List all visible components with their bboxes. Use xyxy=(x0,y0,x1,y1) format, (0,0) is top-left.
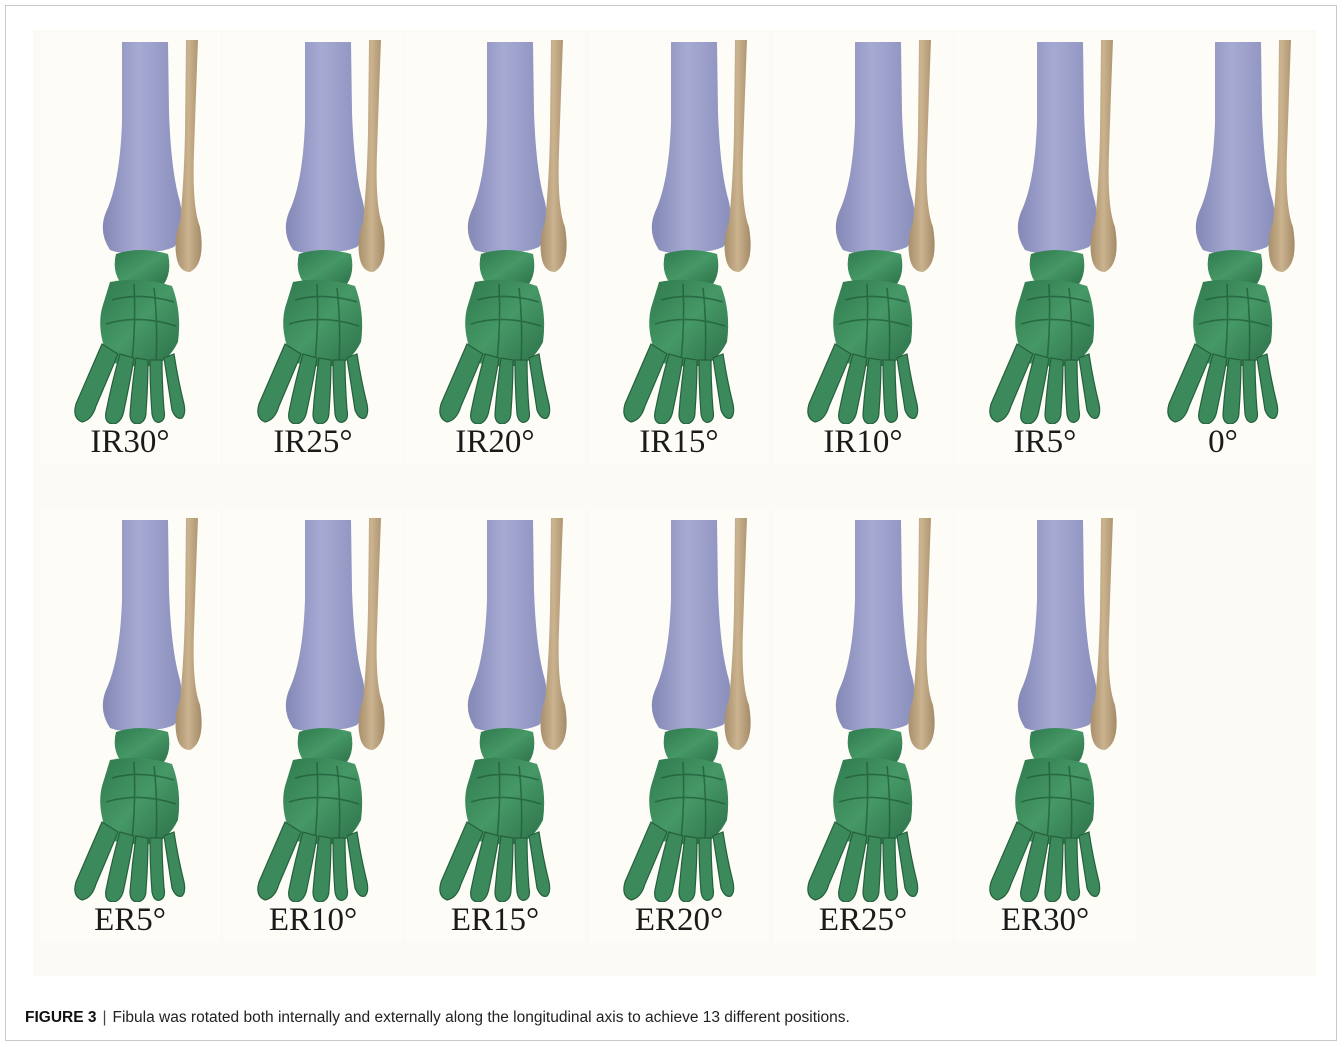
ankle-model-image xyxy=(773,32,953,424)
ankle-model-image xyxy=(589,32,769,424)
ankle-model-image xyxy=(955,32,1135,424)
position-label: ER10° xyxy=(223,900,403,940)
ankle-model-image xyxy=(1133,32,1313,424)
ankle-model-image xyxy=(405,32,585,424)
position-label: IR10° xyxy=(773,422,953,462)
panel-er10: ER10° xyxy=(223,510,403,942)
position-label: 0° xyxy=(1133,422,1313,462)
position-label: ER25° xyxy=(773,900,953,940)
panel-0: 0° xyxy=(1133,32,1313,464)
panel-er15: ER15° xyxy=(405,510,585,942)
figure-panels: IR30° IR25° IR20° IR15° IR10° IR5° 0° ER… xyxy=(33,30,1316,976)
ankle-model-image xyxy=(955,510,1135,902)
panel-er30: ER30° xyxy=(955,510,1135,942)
position-label: IR30° xyxy=(40,422,220,462)
position-label: IR15° xyxy=(589,422,769,462)
ankle-model-image xyxy=(589,510,769,902)
panel-ir10: IR10° xyxy=(773,32,953,464)
ankle-model-image xyxy=(773,510,953,902)
position-label: IR25° xyxy=(223,422,403,462)
position-label: ER5° xyxy=(40,900,220,940)
panel-ir20: IR20° xyxy=(405,32,585,464)
panel-er5: ER5° xyxy=(40,510,220,942)
position-label: IR5° xyxy=(955,422,1135,462)
position-label: IR20° xyxy=(405,422,585,462)
figure-caption: FIGURE 3|Fibula was rotated both interna… xyxy=(25,1009,1325,1027)
panel-er20: ER20° xyxy=(589,510,769,942)
panel-ir25: IR25° xyxy=(223,32,403,464)
ankle-model-image xyxy=(405,510,585,902)
ankle-model-image xyxy=(223,32,403,424)
position-label: ER30° xyxy=(955,900,1135,940)
ankle-model-image xyxy=(40,510,220,902)
figure-label: FIGURE 3 xyxy=(25,1009,96,1026)
caption-separator: | xyxy=(96,1009,112,1026)
panel-ir5: IR5° xyxy=(955,32,1135,464)
ankle-model-image xyxy=(40,32,220,424)
panel-er25: ER25° xyxy=(773,510,953,942)
position-label: ER20° xyxy=(589,900,769,940)
caption-text: Fibula was rotated both internally and e… xyxy=(113,1009,850,1026)
ankle-model-image xyxy=(223,510,403,902)
position-label: ER15° xyxy=(405,900,585,940)
panel-ir15: IR15° xyxy=(589,32,769,464)
panel-ir30: IR30° xyxy=(40,32,220,464)
